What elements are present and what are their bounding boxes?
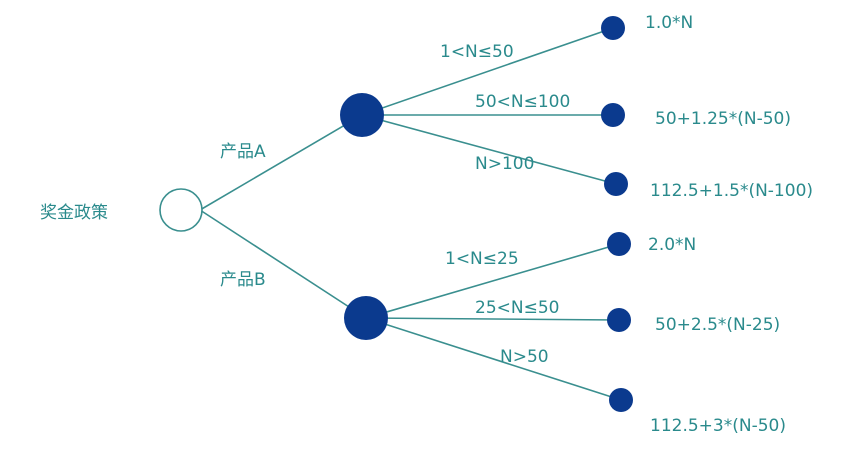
outcome-edge (365, 243, 620, 319)
outcome-node (604, 172, 628, 196)
condition-label: N>50 (500, 347, 549, 367)
branch-label: 产品B (220, 270, 266, 290)
condition-label: 1<N≤25 (445, 249, 519, 269)
condition-label: 25<N≤50 (475, 298, 559, 318)
root-label: 奖金政策 (40, 203, 108, 223)
decision-node (159, 188, 203, 232)
chance-node (344, 296, 388, 340)
branch-edge (199, 114, 363, 211)
chance-node (340, 93, 384, 137)
outcome-edge (361, 27, 614, 116)
formula-label: 112.5+1.5*(N-100) (650, 181, 813, 201)
condition-label: 50<N≤100 (475, 92, 570, 112)
condition-label: 1<N≤50 (440, 42, 514, 62)
outcome-edge (365, 317, 622, 401)
formula-label: 50+1.25*(N-50) (655, 109, 791, 129)
condition-label: N>100 (475, 154, 534, 174)
formula-label: 112.5+3*(N-50) (650, 416, 786, 436)
formula-label: 1.0*N (645, 13, 693, 33)
outcome-edge (361, 114, 617, 185)
branch-label: 产品A (220, 142, 266, 162)
outcome-node (609, 388, 633, 412)
outcome-node (601, 16, 625, 40)
outcome-node (607, 308, 631, 332)
outcome-node (607, 232, 631, 256)
outcome-edge (365, 317, 620, 321)
outcome-node (601, 103, 625, 127)
formula-label: 50+2.5*(N-25) (655, 315, 780, 335)
formula-label: 2.0*N (648, 235, 696, 255)
branch-edge (199, 209, 367, 319)
